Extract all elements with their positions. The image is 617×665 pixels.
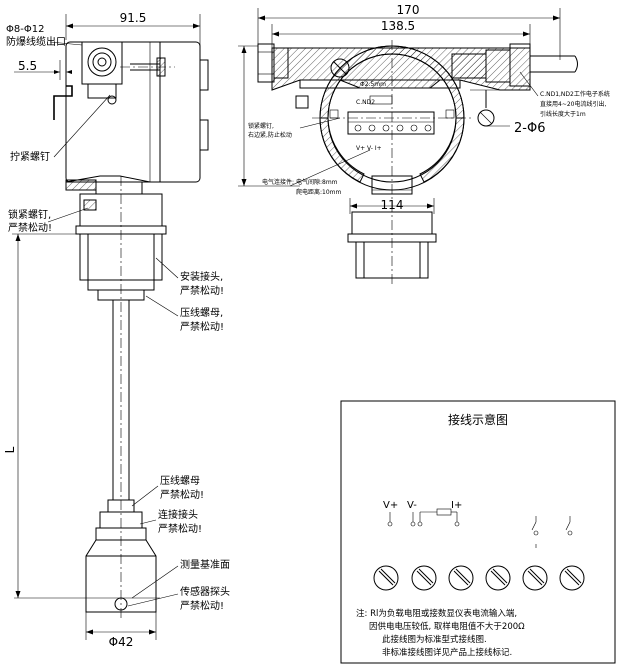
- board-row2: C.ND2: [356, 99, 375, 106]
- probe-warning: 严禁松动!: [180, 599, 224, 612]
- lock-screw-label: 锁紧螺钉,: [8, 208, 51, 221]
- diameter-label: Φ42: [109, 635, 134, 649]
- cable-size-label: Φ8-Φ12: [6, 24, 44, 35]
- cable-note-3: 引线长度大于1m: [540, 110, 586, 118]
- nut2-label: 压线螺母: [160, 474, 200, 487]
- probe-label: 传感器探头: [180, 585, 230, 598]
- terminal-row: [373, 565, 585, 591]
- lock-screw-warning: 严禁松动!: [8, 221, 52, 234]
- dim-width-label: 91.5: [120, 11, 147, 25]
- nut2-warning: 严禁松动!: [160, 488, 204, 501]
- elec-note-2: 电气间隙:8mm: [296, 178, 338, 186]
- vplus-label: V+: [383, 500, 398, 511]
- cable-note-1: C.ND1,ND2工作电子系统: [540, 90, 610, 98]
- elec-note-1: 电气连接件:: [262, 178, 294, 186]
- wiring-note-1: 注: Rl为负载电阻或接数显仪表电流输入端,: [356, 608, 517, 619]
- conn-warning: 严禁松动!: [158, 522, 202, 535]
- dim-138-label: 138.5: [381, 19, 415, 33]
- joint-warning: 严禁松动!: [180, 284, 224, 297]
- dim-170-label: 170: [397, 3, 420, 17]
- board-row3: V+ V- I+: [356, 145, 382, 152]
- length-label: L: [3, 446, 17, 453]
- screw-note-1: 锁紧螺钉,: [248, 122, 274, 130]
- wiring-note-2: 因供电电压较低, 取样电阻值不大于200Ω: [369, 621, 525, 632]
- screw-label: 拧紧螺钉: [10, 150, 50, 163]
- vminus-label: V-: [407, 500, 417, 511]
- holes-label: 2-Φ6: [514, 121, 545, 136]
- board-text: Φ2.5mm: [360, 81, 386, 88]
- wiring-diagram: 接线示意图 V+ V- I+: [340, 400, 616, 664]
- left-side-view: 91.5 Φ8-Φ12 防爆线缆出口 5.5 拧紧螺钉: [3, 11, 230, 649]
- screw-note-2: 右边紧,防止松动: [248, 131, 292, 139]
- cable-note-2: 直接用4~20电流线引出,: [540, 100, 606, 108]
- elec-note-3: 爬电距离:10mm: [296, 188, 342, 196]
- iplus-label: I+: [451, 500, 462, 511]
- cable-outlet-label: 防爆线缆出口: [6, 35, 66, 48]
- wiring-note-4: 非标准接线图详见产品上接线标记.: [382, 647, 512, 658]
- joint-label: 安装接头,: [180, 270, 223, 283]
- wiring-note-3: 此接线图为标准型式接线图.: [382, 634, 487, 645]
- nut-label: 压线螺母,: [180, 306, 223, 319]
- dim-offset-label: 5.5: [18, 59, 37, 73]
- wiring-title: 接线示意图: [448, 412, 508, 427]
- right-front-view: 170 138.5 C.ND1,ND2工作电子系统 直接用4~20电流线引出,: [238, 3, 610, 285]
- nut-warning: 严禁松动!: [180, 320, 224, 333]
- plane-label: 测量基准面: [180, 558, 230, 571]
- conn-label: 连接接头: [158, 508, 198, 521]
